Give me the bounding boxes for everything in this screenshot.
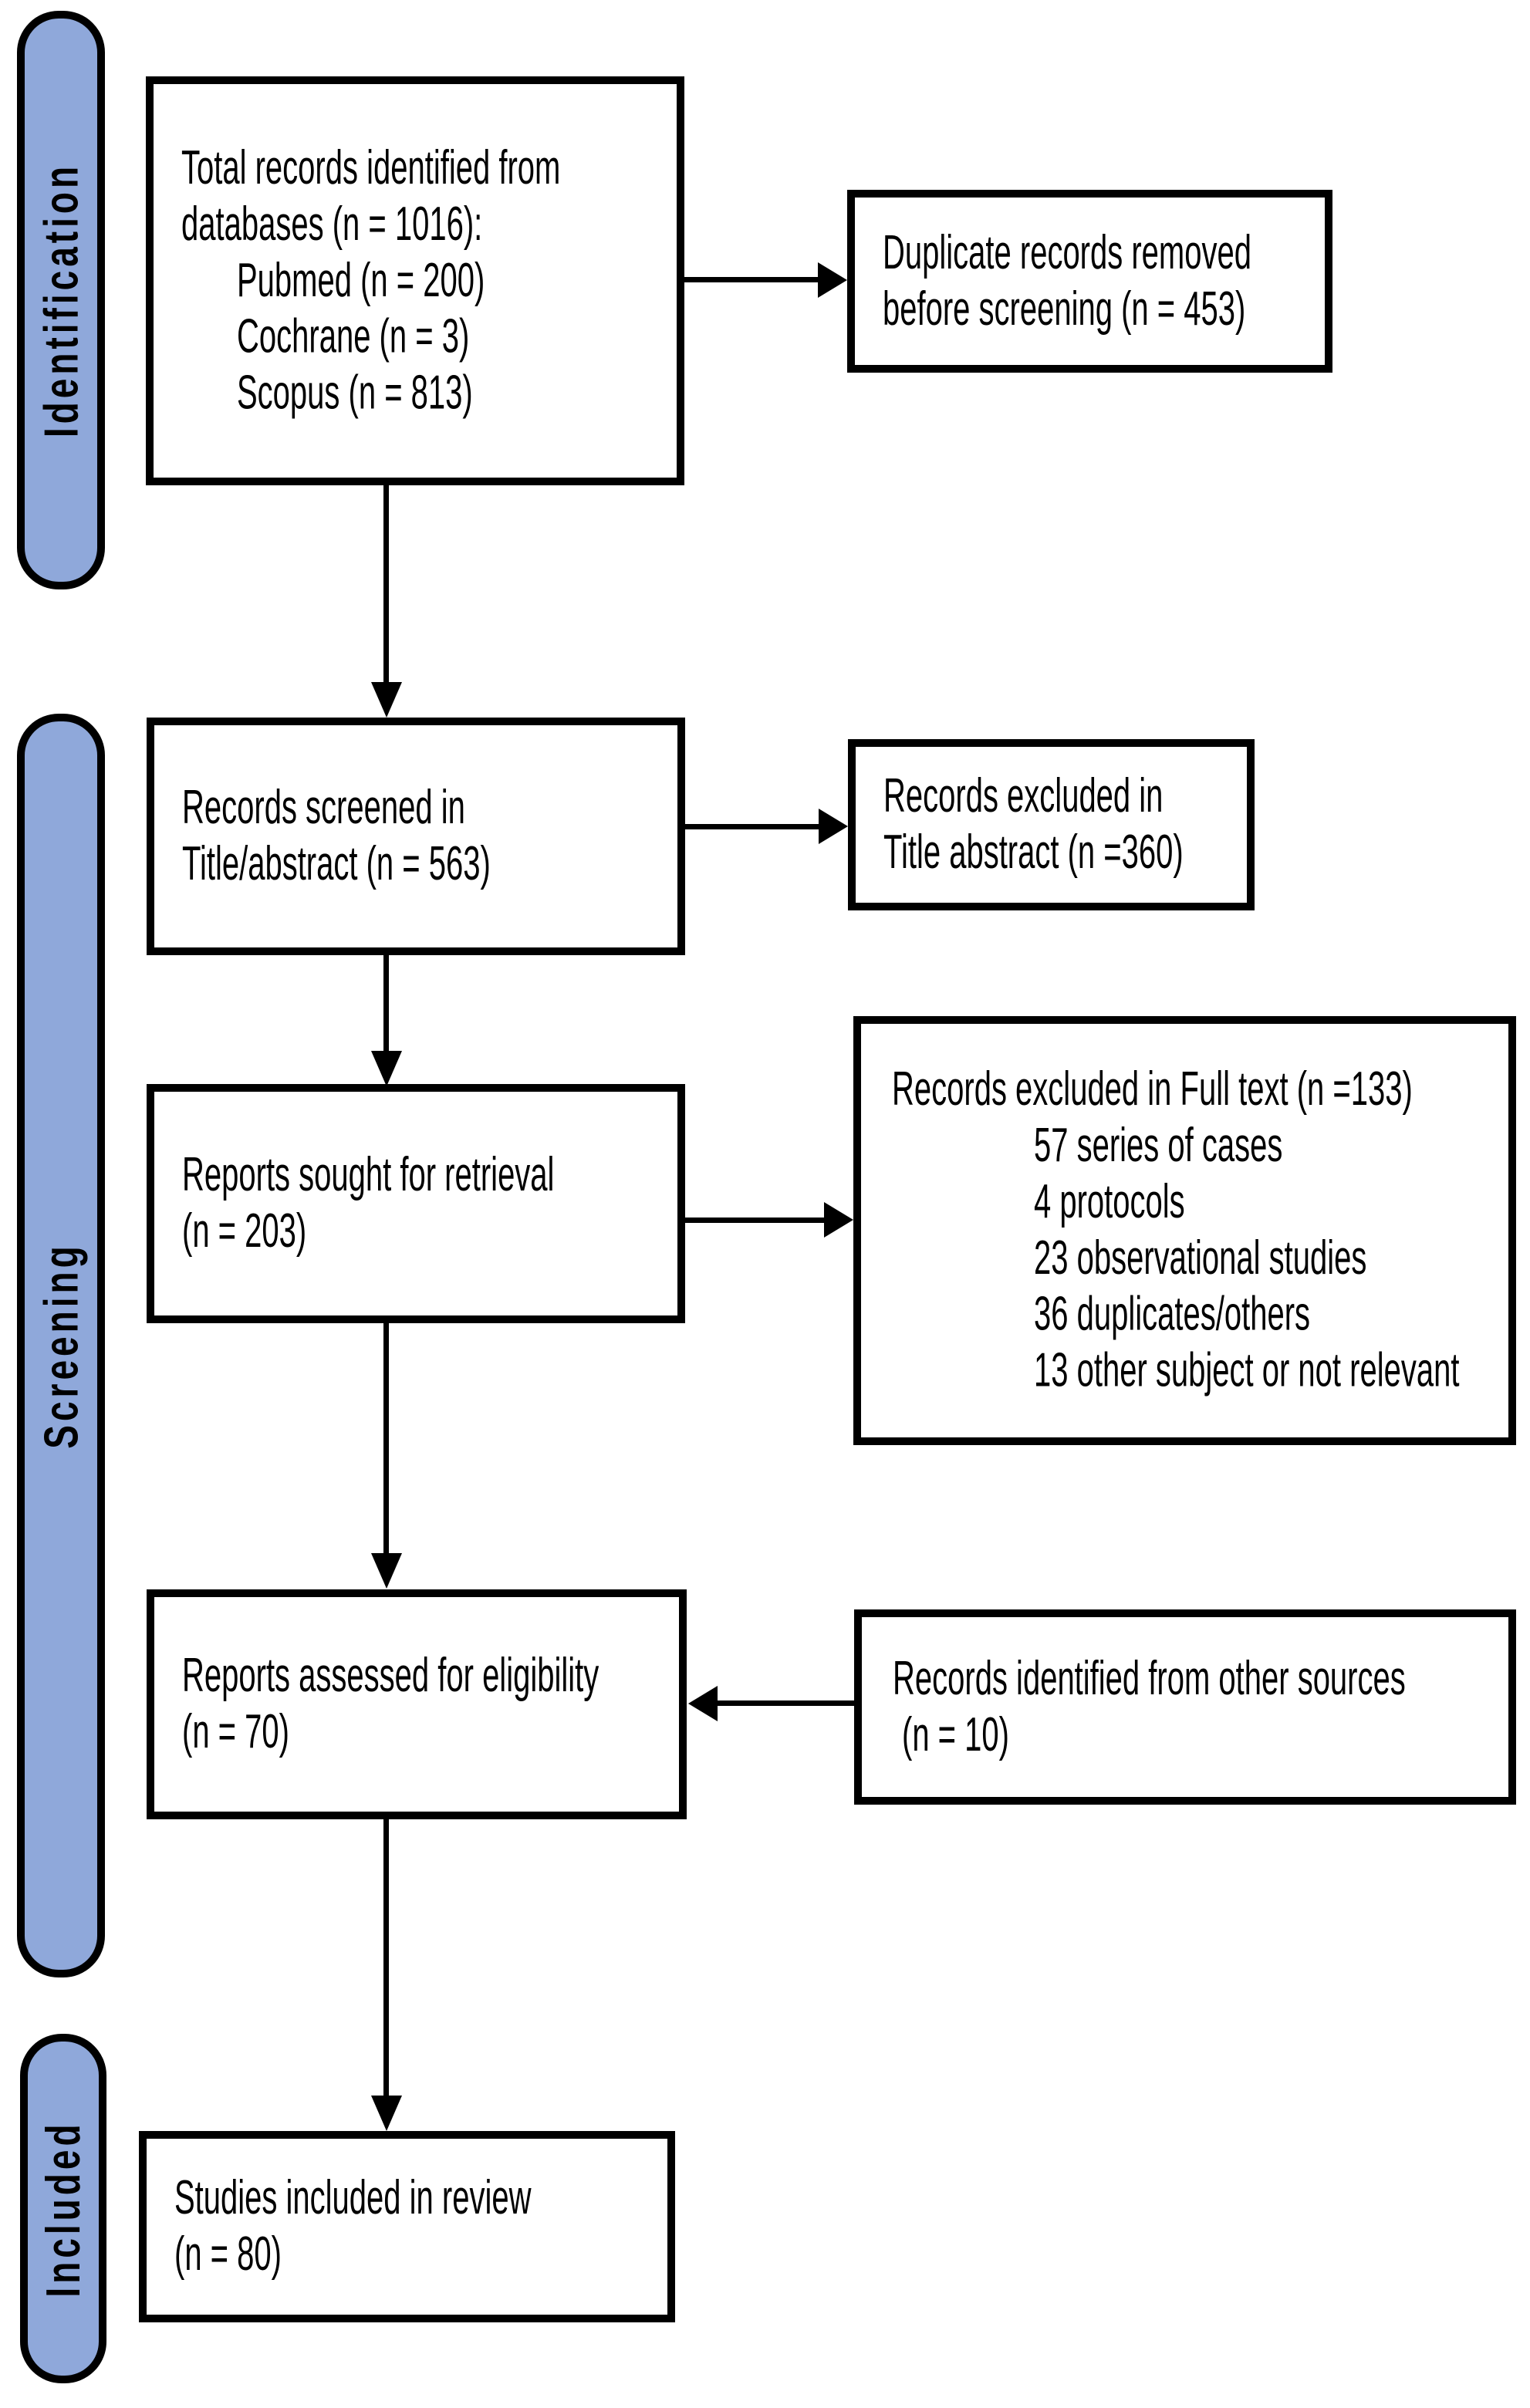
stage-included-label: Included	[35, 2119, 91, 2298]
text-line: Total records identified from	[181, 141, 561, 194]
box-records-identified: Total records identified from databases …	[146, 76, 684, 485]
stage-screening: Screening	[17, 714, 105, 1977]
text-line: (n = 70)	[182, 1705, 289, 1758]
text-line: Records excluded in	[883, 769, 1164, 822]
arrow-sought-to-fulltext-line	[684, 1218, 824, 1223]
arrow-sought-to-assessed-line	[383, 1322, 389, 1553]
arrow-right-icon	[819, 809, 848, 844]
exclusion-item: 4 protocols	[1034, 1175, 1185, 1228]
box-reports-sought-text: Reports sought for retrieval (n = 203)	[154, 1147, 677, 1260]
box-duplicates-removed: Duplicate records removed before screeni…	[847, 190, 1332, 373]
arrow-down-icon	[371, 1553, 402, 1589]
box-studies-included-text: Studies included in review (n = 80)	[147, 2170, 667, 2283]
exclusion-item: 13 other subject or not relevant	[1034, 1344, 1460, 1397]
arrow-other-sources-to-assessed-line	[718, 1700, 854, 1706]
exclusion-item: 23 observational studies	[1034, 1231, 1367, 1285]
database-item: Pubmed (n = 200)	[237, 254, 485, 307]
text-line: (n = 203)	[182, 1204, 307, 1258]
box-excluded-full-text: Records excluded in Full text (n =133) 5…	[853, 1016, 1516, 1445]
database-item: Cochrane (n = 3)	[237, 309, 470, 363]
box-excluded-title-abstract-text: Records excluded in Title abstract (n =3…	[856, 768, 1247, 881]
box-reports-sought: Reports sought for retrieval (n = 203)	[147, 1084, 685, 1323]
text-line: (n = 10)	[902, 1708, 1009, 1761]
box-records-screened: Records screened in Title/abstract (n = …	[147, 718, 685, 955]
text-line: Records screened in	[182, 781, 465, 834]
arrow-left-icon	[688, 1686, 718, 1721]
box-records-screened-text: Records screened in Title/abstract (n = …	[154, 780, 677, 893]
box-other-sources-text: Records identified from other sources (n…	[862, 1651, 1508, 1764]
arrow-identified-to-screened-line	[383, 484, 389, 682]
text-line: before screening (n = 453)	[883, 282, 1246, 336]
arrow-screened-to-excluded-line	[684, 824, 819, 829]
arrow-identified-to-duplicates-line	[683, 277, 818, 282]
arrow-down-icon	[371, 1051, 402, 1086]
text-line: Records excluded in Full text (n =133)	[892, 1063, 1413, 1116]
text-line: Reports assessed for eligibility	[182, 1649, 600, 1702]
box-records-identified-text: Total records identified from databases …	[154, 140, 677, 421]
text-line: Reports sought for retrieval	[182, 1148, 555, 1201]
exclusion-item: 57 series of cases	[1034, 1119, 1283, 1173]
text-line: (n = 80)	[174, 2227, 282, 2281]
arrow-screened-to-sought-line	[383, 955, 389, 1051]
text-line: Duplicate records removed	[883, 226, 1251, 279]
stage-identification-label: Identification	[33, 162, 89, 438]
box-duplicates-removed-text: Duplicate records removed before screeni…	[855, 225, 1325, 338]
exclusion-item: 36 duplicates/others	[1034, 1288, 1311, 1341]
arrow-down-icon	[371, 2096, 402, 2131]
stage-included: Included	[20, 2034, 106, 2383]
text-line: databases (n = 1016):	[181, 198, 483, 251]
text-line: Studies included in review	[174, 2171, 532, 2224]
text-line: Title abstract (n =360)	[883, 826, 1184, 879]
box-reports-assessed: Reports assessed for eligibility (n = 70…	[147, 1589, 687, 1819]
text-line: Title/abstract (n = 563)	[182, 837, 491, 890]
database-item: Scopus (n = 813)	[237, 366, 473, 420]
arrow-right-icon	[824, 1202, 853, 1238]
box-reports-assessed-text: Reports assessed for eligibility (n = 70…	[154, 1648, 679, 1761]
box-excluded-title-abstract: Records excluded in Title abstract (n =3…	[848, 739, 1255, 910]
box-excluded-full-text-text: Records excluded in Full text (n =133) 5…	[861, 1062, 1508, 1399]
stage-identification: Identification	[17, 11, 105, 589]
arrow-right-icon	[818, 262, 847, 298]
arrow-down-icon	[371, 682, 402, 718]
box-studies-included: Studies included in review (n = 80)	[139, 2131, 675, 2322]
arrow-assessed-to-included-line	[383, 1818, 389, 2096]
text-line: Records identified from other sources	[893, 1652, 1406, 1705]
stage-screening-label: Screening	[33, 1242, 89, 1449]
box-other-sources: Records identified from other sources (n…	[854, 1609, 1516, 1805]
